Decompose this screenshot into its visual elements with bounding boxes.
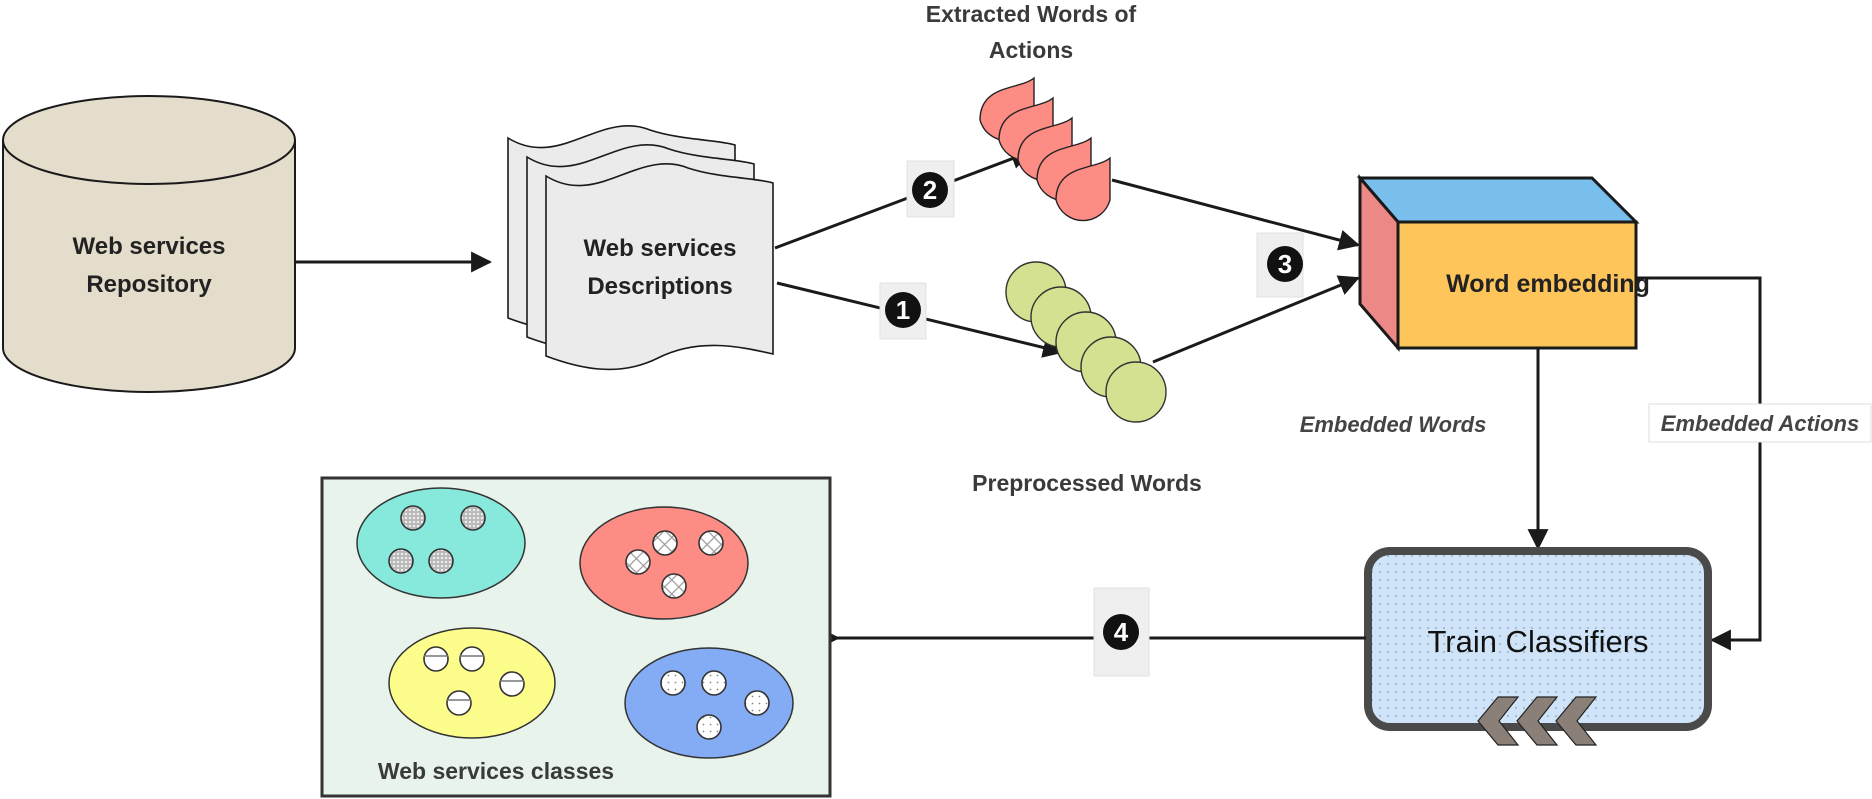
step-number: 1 (896, 295, 910, 325)
repository-label-line2: Repository (86, 271, 212, 298)
cluster-member-icon (696, 714, 722, 740)
step-badge-1: 1 (879, 282, 927, 340)
preprocessed-words-label: Preprocessed Words (972, 470, 1202, 496)
actions-label-line1: Extracted Words of (926, 1, 1137, 27)
cluster-member-icon (652, 530, 678, 556)
cluster-salmon (579, 506, 749, 620)
cluster-member-icon (660, 670, 686, 696)
cluster-ellipse (388, 627, 556, 739)
repository-label-line1: Web services (73, 233, 226, 260)
extracted-actions-node (979, 76, 1111, 222)
repository-node: Web services Repository (2, 95, 296, 393)
embedded-words-label: Embedded Words (1300, 412, 1487, 437)
train-classifiers-label: Train Classifiers (1427, 624, 1648, 659)
ws-classes-label: Web services classes (378, 758, 614, 784)
step-badge-4: 4 (1093, 587, 1150, 677)
cluster-member-icon (661, 573, 687, 599)
cluster-ellipse (356, 487, 526, 599)
cluster-teal (356, 487, 526, 599)
word-embedding-label: Word embedding (1446, 270, 1650, 298)
edge-actions-to-embedding (1111, 178, 1361, 251)
document-stack-icon (507, 125, 774, 371)
ws-classes-node: Web services classes (320, 476, 832, 798)
step-number: 2 (923, 175, 937, 205)
edge-embedding-actions-to-classifiers (1637, 276, 1762, 651)
descriptions-node: Web services Descriptions (507, 125, 774, 371)
database-icon (2, 140, 296, 393)
edge-preprocessed-to-embedding (1152, 275, 1360, 364)
cluster-member-icon (388, 548, 414, 574)
preprocessed-words-node (1005, 261, 1167, 423)
cluster-member-icon (446, 690, 472, 716)
descriptions-label-line2: Descriptions (587, 273, 732, 300)
step-badge-2: 2 (906, 160, 955, 218)
action-word-drop-icon (1055, 156, 1111, 222)
cluster-member-icon (625, 549, 651, 575)
cluster-blue (624, 647, 794, 759)
embedded-actions-label-box (1648, 403, 1872, 443)
descriptions-label-line1: Web services (584, 235, 737, 262)
step-number: 3 (1278, 249, 1292, 279)
cluster-member-icon (423, 646, 449, 672)
cluster-member-icon (459, 646, 485, 672)
step-badge-3: 3 (1256, 232, 1304, 298)
cluster-member-icon (460, 505, 486, 531)
cluster-member-icon (701, 670, 727, 696)
actions-label-line2: Actions (989, 37, 1073, 63)
cluster-member-icon (400, 505, 426, 531)
step-number: 4 (1114, 617, 1129, 647)
embedded-actions-label: Embedded Actions (1661, 411, 1859, 436)
cluster-member-icon (499, 671, 525, 697)
edge-descriptions-to-actions (774, 148, 1032, 250)
cluster-yellow (388, 627, 556, 739)
preprocessed-word-circle-icon (1105, 361, 1167, 423)
chevron-left-icon (1477, 696, 1598, 746)
cluster-ellipse (579, 506, 749, 620)
cluster-member-icon (698, 530, 724, 556)
word-embedding-node: Word embedding (1356, 173, 1650, 353)
cluster-member-icon (428, 548, 454, 574)
train-classifiers-node: Train Classifiers (1364, 547, 1712, 746)
cluster-member-icon (744, 690, 770, 716)
